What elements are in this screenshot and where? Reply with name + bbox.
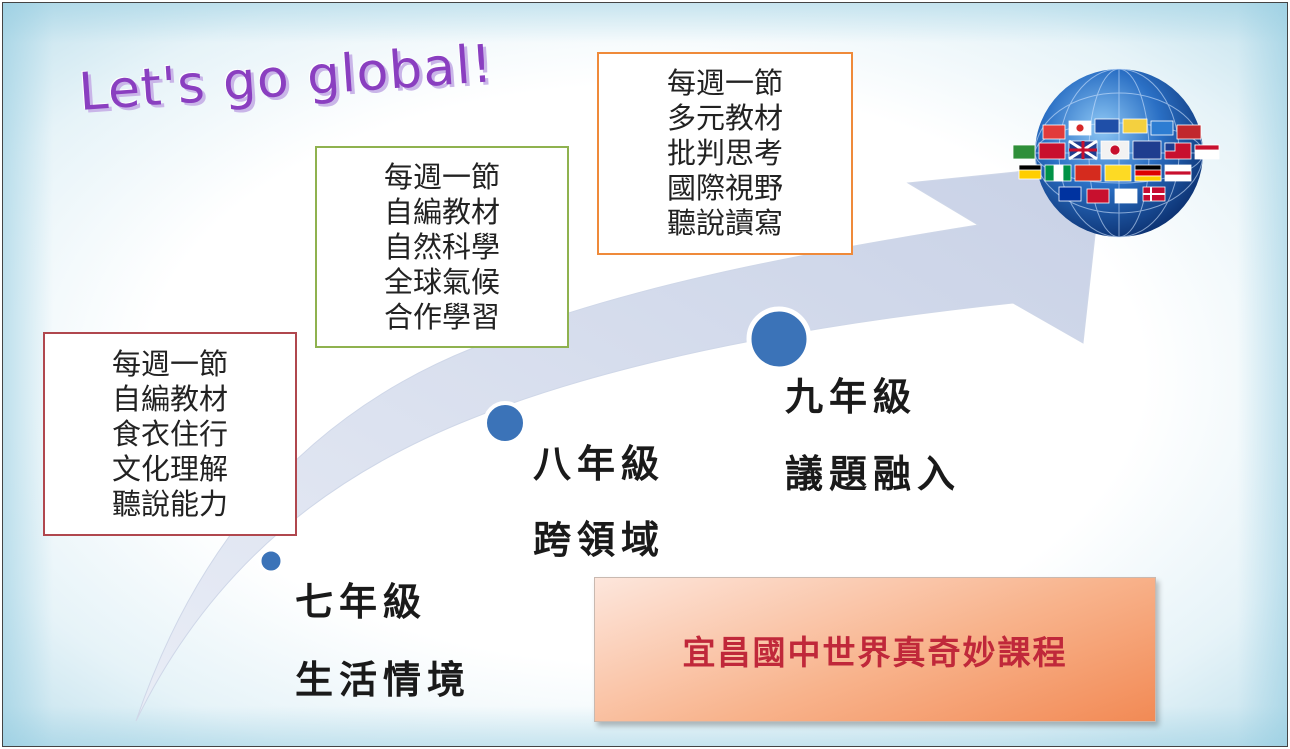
feature-item: 自編教材 (111, 381, 228, 416)
grade-8-label: 八年級 (533, 442, 666, 486)
feature-item: 文化理解 (111, 451, 228, 486)
grade-8-theme: 跨領域 (533, 518, 666, 562)
course-banner: 宜昌國中世界真奇妙課程 (594, 577, 1156, 722)
milestone-dot-7 (258, 548, 284, 574)
grade-9-features-box: 每週一節 多元教材 批判思考 國際視野 聽說讀寫 (597, 52, 853, 255)
feature-item: 每週一節 (666, 66, 783, 100)
feature-item: 聽說讀寫 (666, 206, 783, 240)
grade-9-label: 九年級 (785, 375, 918, 419)
course-name: 宜昌國中世界真奇妙課程 (682, 632, 1068, 672)
feature-item: 全球氣候 (383, 264, 500, 299)
milestone-dot-8 (483, 401, 527, 445)
grade-9-theme: 議題融入 (785, 452, 962, 496)
globe-with-flags-icon (1012, 68, 1220, 238)
feature-item: 批判思考 (666, 136, 783, 170)
grade-7-label: 七年級 (295, 580, 428, 624)
grade-8-features-box: 每週一節 自編教材 自然科學 全球氣候 合作學習 (315, 146, 569, 348)
milestone-dot-9 (746, 306, 812, 372)
progress-arrow (135, 162, 1104, 722)
feature-item: 多元教材 (666, 101, 783, 135)
feature-item: 自編教材 (383, 194, 500, 229)
grade-7-theme: 生活情境 (295, 658, 472, 702)
feature-item: 合作學習 (383, 299, 500, 334)
feature-item: 每週一節 (383, 159, 500, 194)
grade-7-features-box: 每週一節 自編教材 食衣住行 文化理解 聽說能力 (43, 332, 297, 536)
feature-item: 聽說能力 (111, 486, 228, 521)
feature-item: 自然科學 (383, 229, 500, 264)
feature-item: 國際視野 (666, 171, 783, 205)
feature-item: 食衣住行 (111, 416, 228, 451)
feature-item: 每週一節 (111, 346, 228, 381)
arrow-body (135, 162, 1104, 722)
